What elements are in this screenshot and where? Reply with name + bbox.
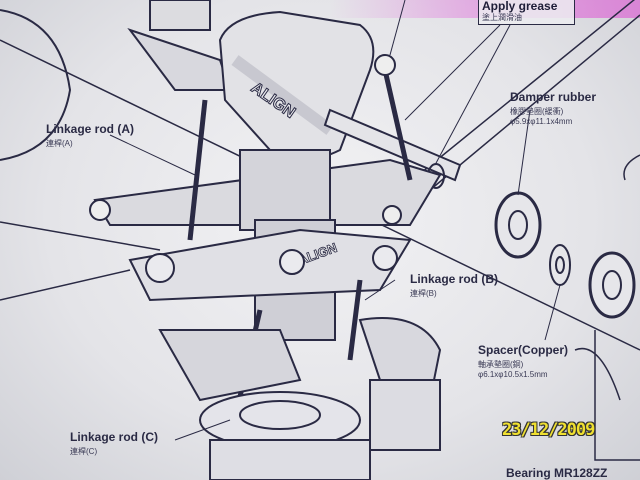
linkage-rod-b-label-cn: 連桿(B)	[410, 289, 437, 298]
spacer-size: φ6.1xφ10.5x1.5mm	[478, 370, 548, 379]
linkage-rod-a	[187, 99, 208, 241]
apply-grease-callout: Apply grease 塗上潤滑油	[478, 0, 575, 25]
bearing-part	[588, 251, 636, 319]
linkage-rod-b	[347, 279, 363, 361]
linkage-rod-c-label: Linkage rod (C)	[70, 430, 159, 444]
damper-rubber-label: Damper rubber	[510, 90, 597, 104]
linkage-rod-a-label: Linkage rod (A)	[46, 122, 135, 136]
apply-grease-label: Apply grease	[482, 0, 558, 13]
spacer-label-cn: 軸承墊圈(銅)	[478, 360, 524, 369]
spacer-part	[549, 244, 571, 286]
rotor-head-block	[218, 10, 375, 161]
damper-rubber-size: φ5.9xφ11.1x4mm	[510, 117, 573, 126]
damper-rubber-part	[494, 191, 542, 259]
apply-grease-label-cn: 塗上潤滑油	[482, 13, 522, 22]
bearing-label: Bearing MR128ZZ	[506, 466, 608, 480]
linkage-rod-a-label-cn: 連桿(A)	[46, 139, 73, 148]
linkage-rod-c-label-cn: 連桿(C)	[70, 447, 98, 456]
photo-date-stamp: 23/12/2009	[502, 420, 595, 440]
spacer-label: Spacer(Copper)	[478, 343, 569, 357]
main-shaft	[239, 149, 331, 231]
damper-rubber-label-cn: 橡膠墊圈(緩衝)	[510, 107, 564, 116]
linkage-rod-b-label: Linkage rod (B)	[410, 272, 499, 286]
